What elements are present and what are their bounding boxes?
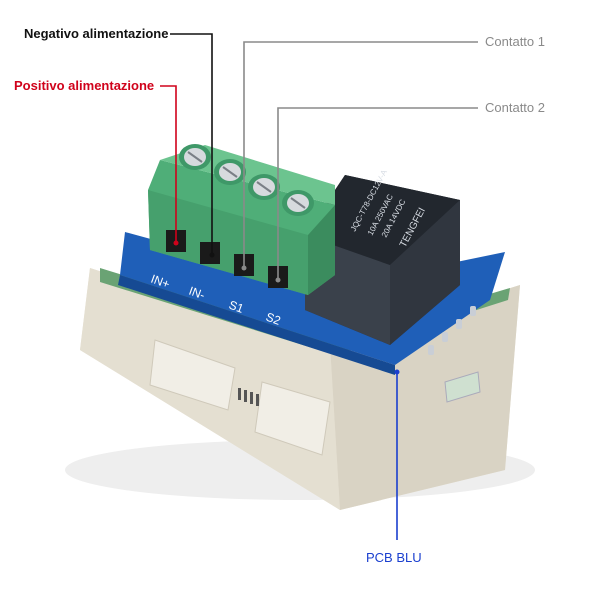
dot-contact1 xyxy=(241,265,247,271)
terminal-label-s2: S2 xyxy=(264,310,283,328)
label-pcb: PCB BLU xyxy=(366,550,422,565)
leader-line-contact2 xyxy=(277,107,478,280)
terminal-label-in-plus: IN+ xyxy=(149,272,172,292)
label-contact-2: Contatto 2 xyxy=(485,100,545,115)
terminal-screws xyxy=(179,144,314,216)
dot-contact2 xyxy=(275,277,281,283)
label-negative-supply: Negativo alimentazione xyxy=(24,26,169,41)
dot-positive xyxy=(173,240,179,246)
label-positive-supply: Positivo alimentazione xyxy=(14,78,155,93)
leader-line-positive xyxy=(160,85,177,243)
terminal-label-in-minus: IN- xyxy=(187,284,207,303)
dot-negative xyxy=(209,252,215,258)
leader-line-negative xyxy=(170,33,213,255)
dot-pcb xyxy=(394,369,400,375)
relay xyxy=(305,175,460,345)
leader-line-contact1 xyxy=(243,41,478,268)
terminal-label-s1: S1 xyxy=(227,298,246,316)
relay-pins xyxy=(428,306,476,355)
label-contact-1: Contatto 1 xyxy=(485,34,545,49)
